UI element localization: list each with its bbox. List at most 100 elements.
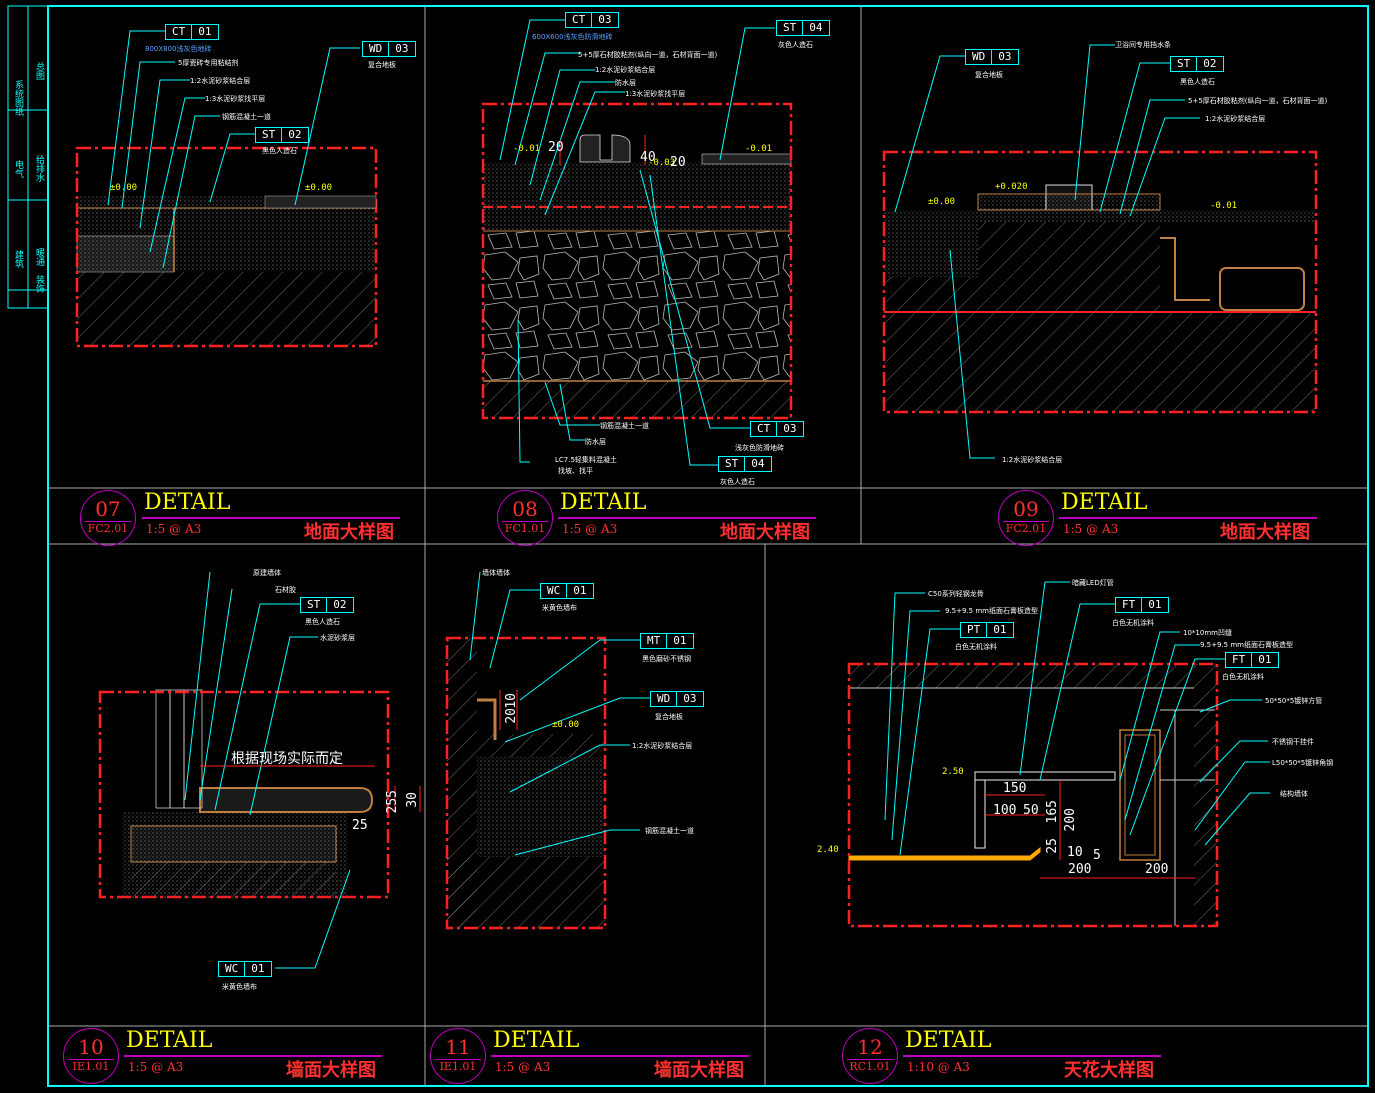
note-10-3: 黑色人造石 — [305, 618, 340, 626]
note-08-10: 找坡、找平 — [558, 467, 593, 475]
level-07-b: ±0.00 — [305, 183, 333, 193]
note-09-5: 1:2水泥砂浆结合层 — [1205, 115, 1266, 123]
note-12-11: L50*50*5镀锌角钢 — [1272, 759, 1334, 767]
note-09-6: 1:2水泥砂浆结合层 — [1002, 456, 1063, 464]
dim-12-e: 200 — [1063, 808, 1078, 832]
dim-12-c: 50 — [1023, 803, 1039, 818]
note-07-7: 复合地板 — [368, 61, 396, 69]
detail-name-11: 墙面大样图 — [654, 1060, 744, 1081]
dim-12-f: 25 — [1045, 838, 1060, 854]
title-underline-09 — [1059, 517, 1317, 519]
note-11-1: 墙体墙体 — [482, 569, 510, 577]
note-08-7: 钢筋混凝土一道 — [600, 422, 649, 430]
note-07-2: 5厚瓷砖专用粘结剂 — [178, 59, 239, 67]
note-09-4: 5+5厚石材胶粘剂(纵向一道，石材背面一道) — [1188, 97, 1328, 105]
note-08-9: LC7.5轻集料混凝土 — [555, 456, 617, 464]
note-08-6: 灰色人造石 — [778, 41, 813, 49]
note-12-10: 不锈钢干挂件 — [1272, 738, 1314, 746]
detail-10-section — [98, 689, 390, 899]
note-07-6: 黑色人造石 — [262, 147, 297, 155]
title-underline-10 — [124, 1055, 382, 1057]
note-11-5: 1:2水泥砂浆结合层 — [632, 742, 693, 750]
detail-name-12: 天花大样图 — [1064, 1060, 1154, 1081]
note-08-12: 灰色人造石 — [720, 478, 755, 486]
level-09-c: -0.01 — [1210, 201, 1238, 211]
detail-name-09: 地面大样图 — [1220, 522, 1310, 543]
detail-title-10: DETAIL — [126, 1028, 213, 1053]
dim-10-a: 255 — [385, 790, 400, 814]
note-10-4: 水泥砂浆层 — [320, 634, 355, 642]
note-12-5: 白色无机涂料 — [1112, 619, 1154, 627]
note-08-2: 5+5厚石材胶粘剂(纵向一道，石材背面一道) — [578, 51, 718, 59]
title-underline-11 — [491, 1055, 749, 1057]
level-12-b: 2.40 — [817, 845, 839, 855]
dim-08-c: 20 — [670, 155, 686, 170]
note-08-11: 浅灰色防滑地砖 — [735, 444, 784, 452]
title-underline-12 — [903, 1055, 1161, 1057]
note-12-8: 白色无机涂料 — [1222, 673, 1264, 681]
dim-10-b: 30 — [405, 792, 420, 808]
detail-12-section — [847, 662, 1219, 928]
sidebar-label-architecture: 建筑 — [13, 250, 23, 268]
title-underline-07 — [142, 517, 400, 519]
detail-scale-10: 1:5 @ A3 — [128, 1060, 184, 1074]
dim-12-d: 165 — [1045, 800, 1060, 824]
title-underline-08 — [558, 517, 816, 519]
note-09-2: 卫浴间专用挡水条 — [1115, 41, 1171, 49]
note-12-3: 白色无机涂料 — [955, 643, 997, 651]
sidebar-label-overall: 总图 — [34, 62, 44, 80]
note-10-site: 根据现场实际而定 — [231, 751, 343, 767]
note-12-12: 结构墙体 — [1280, 790, 1308, 798]
note-11-3: 黑色磨砂不锈钢 — [642, 655, 691, 663]
level-09-a: ±0.00 — [928, 197, 956, 207]
detail-scale-11: 1:5 @ A3 — [495, 1060, 551, 1074]
level-12-a: 2.50 — [942, 767, 964, 777]
detail-title-07: DETAIL — [144, 490, 231, 515]
note-12-6: 10*10mm凹缝 — [1183, 629, 1232, 637]
note-09-1: 复合地板 — [975, 71, 1003, 79]
dim-12-a: 150 — [1003, 781, 1027, 796]
level-08-b: -0.03 — [648, 158, 676, 168]
note-12-1: C50系列轻钢龙骨 — [928, 590, 984, 598]
dim-08-a: 20 — [548, 140, 564, 155]
dim-11-a: 10 — [504, 693, 519, 709]
detail-08-section — [481, 102, 793, 420]
dim-12-b: 100 — [993, 803, 1017, 818]
detail-name-10: 墙面大样图 — [286, 1060, 376, 1081]
level-08-a: -0.01 — [513, 144, 541, 154]
detail-scale-08: 1:5 @ A3 — [562, 522, 618, 536]
note-12-2: 9.5+9.5 mm纸面石膏板造型 — [945, 607, 1038, 615]
note-08-1: 600X600浅灰色防滑地砖 — [532, 33, 613, 41]
sidebar-label-system: 系统图纸 — [13, 80, 23, 116]
note-07-3: 1:2水泥砂浆结合层 — [190, 77, 251, 85]
note-07-5: 钢筋混凝土一道 — [222, 113, 271, 121]
detail-name-08: 地面大样图 — [720, 522, 810, 543]
note-07-4: 1:3水泥砂浆找平层 — [205, 95, 266, 103]
dim-11-b: 20 — [504, 708, 519, 724]
note-08-4: 防水层 — [615, 79, 636, 87]
detail-09-section — [882, 150, 1318, 414]
detail-title-08: DETAIL — [560, 490, 647, 515]
level-08-c: -0.01 — [745, 144, 773, 154]
dim-08-b: 40 — [640, 150, 656, 165]
